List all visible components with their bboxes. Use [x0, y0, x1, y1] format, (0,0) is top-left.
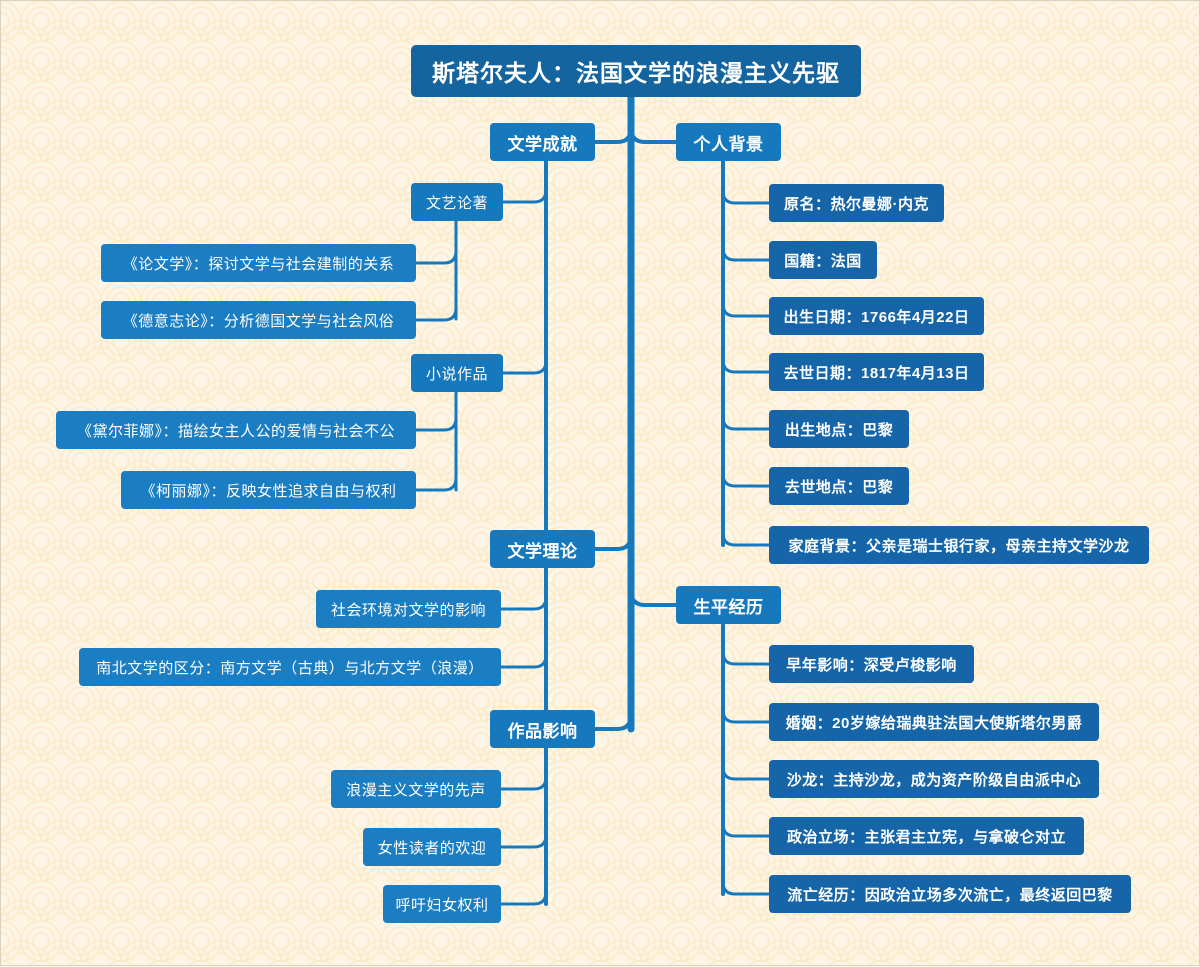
leaf-node-original-name[interactable]: 原名：热尔曼娜·内克 — [769, 184, 944, 222]
root-node-title[interactable]: 斯塔尔夫人：法国文学的浪漫主义先驱 — [411, 45, 861, 97]
leaf-node-political-stance[interactable]: 政治立场：主张君主立宪，与拿破仑对立 — [769, 817, 1084, 855]
branch-node-work-impact[interactable]: 作品影响 — [490, 710, 595, 748]
connector-line — [499, 775, 548, 791]
connector-line — [721, 822, 771, 838]
connector-line — [629, 126, 678, 144]
leaf-node-delphine[interactable]: 《黛尔菲娜》：描绘女主人公的爱情与社会不公 — [56, 411, 416, 449]
leaf-node-women-rights[interactable]: 呼吁妇女权利 — [383, 885, 501, 923]
connector-line — [593, 126, 633, 144]
leaf-node-romantic-herald[interactable]: 浪漫主义文学的先声 — [331, 770, 501, 808]
connector-line — [501, 359, 548, 375]
leaf-node-social-influence[interactable]: 社会环境对文学的影响 — [316, 590, 501, 628]
connector-line — [414, 306, 458, 322]
leaf-node-on-germany[interactable]: 《德意志论》：分析德国文学与社会风俗 — [101, 301, 416, 339]
connector-line — [499, 890, 548, 906]
connector-line — [721, 880, 771, 896]
connector-line — [721, 765, 771, 781]
branch-node-personal-background[interactable]: 个人背景 — [676, 123, 781, 161]
connector-line — [414, 416, 458, 432]
connector-line — [414, 249, 458, 265]
connector-line — [721, 246, 771, 262]
connector-line — [721, 708, 771, 724]
leaf-node-nationality[interactable]: 国籍：法国 — [769, 241, 877, 279]
branch-node-literary-theory[interactable]: 文学理论 — [490, 530, 595, 568]
connector-line — [593, 533, 633, 551]
leaf-node-early-influence[interactable]: 早年影响：深受卢梭影响 — [769, 645, 974, 683]
branch-node-literary-achievements[interactable]: 文学成就 — [490, 123, 595, 161]
leaf-node-north-south[interactable]: 南北文学的区分：南方文学（古典）与北方文学（浪漫） — [79, 648, 501, 686]
connector-line — [721, 358, 771, 374]
connector-line — [499, 833, 548, 849]
branch-node-life-experience[interactable]: 生平经历 — [676, 586, 781, 624]
leaf-node-corinne[interactable]: 《柯丽娜》：反映女性追求自由与权利 — [121, 471, 416, 509]
subbranch-node-novels[interactable]: 小说作品 — [411, 354, 503, 392]
leaf-node-marriage[interactable]: 婚姻：20岁嫁给瑞典驻法国大使斯塔尔男爵 — [769, 703, 1099, 741]
connector-line — [499, 653, 548, 669]
connector-line — [721, 415, 771, 431]
leaf-node-birth-place[interactable]: 出生地点：巴黎 — [769, 410, 909, 448]
leaf-node-birth-date[interactable]: 出生日期：1766年4月22日 — [769, 297, 984, 335]
leaf-node-female-readers[interactable]: 女性读者的欢迎 — [363, 828, 501, 866]
connector-line — [721, 189, 771, 205]
connector-line — [629, 589, 678, 607]
leaf-node-salon[interactable]: 沙龙：主持沙龙，成为资产阶级自由派中心 — [769, 760, 1099, 798]
leaf-node-death-date[interactable]: 去世日期：1817年4月13日 — [769, 353, 984, 391]
leaf-node-on-literature[interactable]: 《论文学》：探讨文学与社会建制的关系 — [101, 244, 416, 282]
connector-line — [593, 713, 633, 731]
connector-line — [501, 188, 548, 204]
connector-line — [721, 650, 771, 666]
connector-line — [721, 302, 771, 318]
connector-line — [721, 531, 771, 547]
leaf-node-death-place[interactable]: 去世地点：巴黎 — [769, 467, 909, 505]
leaf-node-family-background[interactable]: 家庭背景：父亲是瑞士银行家，母亲主持文学沙龙 — [769, 526, 1149, 564]
connector-line — [721, 472, 771, 488]
connector-line — [414, 476, 458, 492]
leaf-node-exile[interactable]: 流亡经历：因政治立场多次流亡，最终返回巴黎 — [769, 875, 1131, 913]
subbranch-node-treatises[interactable]: 文艺论著 — [411, 183, 503, 221]
connector-line — [499, 595, 548, 611]
